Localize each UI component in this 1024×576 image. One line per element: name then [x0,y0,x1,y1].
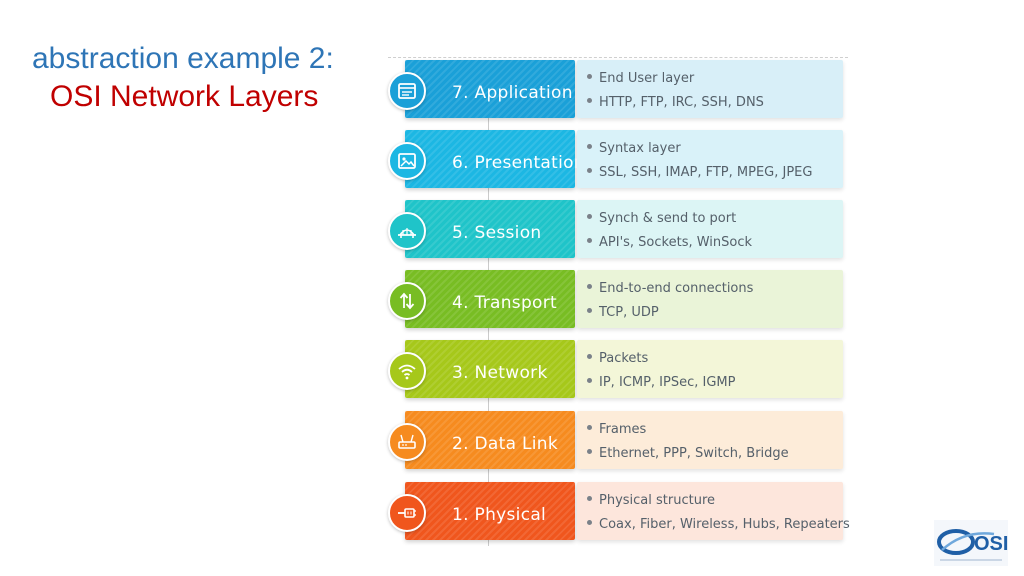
detail-item: Frames [587,422,646,437]
detail-item: End User layer [587,71,694,86]
detail-item: TCP, UDP [587,305,659,320]
detail-item: Syntax layer [587,141,681,156]
layer-details: Syntax layer SSL, SSH, IMAP, FTP, MPEG, … [577,130,843,188]
layer-connector-line [488,116,489,546]
layer-name: 1. Physical [452,505,547,525]
detail-item: Physical structure [587,493,715,508]
osi-logo: OSI [934,520,1008,566]
detail-item: HTTP, FTP, IRC, SSH, DNS [587,95,764,110]
layer-band: 7. Application [405,60,575,118]
layer-band: 4. Transport [405,270,575,328]
layer-name: 7. Application [452,83,573,103]
layer-details: Frames Ethernet, PPP, Switch, Bridge [577,411,843,469]
layer-details: End User layer HTTP, FTP, IRC, SSH, DNS [577,60,843,118]
detail-item: Synch & send to port [587,211,736,226]
layer-band: 2. Data Link [405,411,575,469]
slide-title: abstraction example 2: OSI Network Layer… [32,40,334,116]
layer-details: End-to-end connections TCP, UDP [577,270,843,328]
transfer-arrows-icon [388,282,426,320]
layer-band: 6. Presentation [405,130,585,188]
layer-name: 6. Presentation [452,153,585,173]
layer-row-application: 7. Application End User layer HTTP, FTP,… [384,56,850,120]
bridge-icon [388,212,426,250]
layer-band: 5. Session [405,200,575,258]
detail-item: Ethernet, PPP, Switch, Bridge [587,446,789,461]
detail-item: IP, ICMP, IPSec, IGMP [587,375,735,390]
application-window-icon [388,72,426,110]
wifi-icon [388,352,426,390]
detail-item: Coax, Fiber, Wireless, Hubs, Repeaters [587,517,850,532]
layer-details: Packets IP, ICMP, IPSec, IGMP [577,340,843,398]
layer-row-transport: 4. Transport End-to-end connections TCP,… [384,266,850,330]
picture-icon [388,142,426,180]
layer-row-presentation: 6. Presentation Syntax layer SSL, SSH, I… [384,126,850,190]
router-icon [388,423,426,461]
svg-text:OSI: OSI [974,533,1008,555]
detail-item: Packets [587,351,648,366]
layer-name: 2. Data Link [452,434,559,454]
layer-row-data-link: 2. Data Link Frames Ethernet, PPP, Switc… [384,407,850,471]
detail-item: API's, Sockets, WinSock [587,235,752,250]
detail-item: SSL, SSH, IMAP, FTP, MPEG, JPEG [587,165,812,180]
layer-band: 3. Network [405,340,575,398]
osi-layers-diagram: 7. Application End User layer HTTP, FTP,… [384,56,850,552]
layer-band: 1. Physical [405,482,575,540]
title-line-1: abstraction example 2: [32,42,334,75]
top-divider [388,57,848,58]
layer-row-network: 3. Network Packets IP, ICMP, IPSec, IGMP [384,336,850,400]
layer-name: 3. Network [452,363,548,383]
layer-details: Synch & send to port API's, Sockets, Win… [577,200,843,258]
detail-item: End-to-end connections [587,281,753,296]
layer-name: 5. Session [452,223,542,243]
layer-row-physical: 1. Physical Physical structure Coax, Fib… [384,478,850,542]
cable-icon [388,494,426,532]
layer-row-session: 5. Session Synch & send to port API's, S… [384,196,850,260]
title-line-2: OSI Network Layers [50,80,319,113]
layer-name: 4. Transport [452,293,557,313]
layer-details: Physical structure Coax, Fiber, Wireless… [577,482,850,540]
